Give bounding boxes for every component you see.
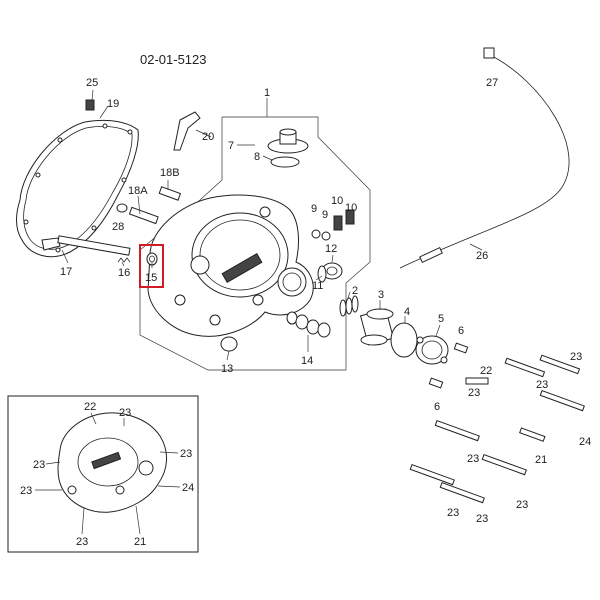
- label-22b: 22: [84, 401, 96, 413]
- label-17: 17: [60, 266, 72, 278]
- label-23k: 23: [20, 485, 32, 497]
- label-6a: 6: [458, 325, 464, 337]
- label-23a: 23: [536, 379, 548, 391]
- bolt-6a: [453, 342, 469, 354]
- spring-16: [117, 257, 131, 263]
- label-9b: 9: [322, 209, 328, 221]
- label-9a: 9: [311, 203, 317, 215]
- label-10a: 10: [331, 195, 343, 207]
- label-23l: 23: [76, 536, 88, 548]
- washer-9a: [311, 229, 321, 239]
- inset-leader-lines: [35, 412, 181, 535]
- gasket-19-inner: [23, 126, 133, 250]
- leader-lines: [61, 89, 483, 361]
- part-18b: [158, 186, 182, 201]
- bolt-10b: [345, 209, 355, 225]
- washer-9b: [321, 231, 331, 241]
- shaft-17: [41, 235, 131, 256]
- label-19: 19: [107, 98, 119, 110]
- o-ring-4: [390, 322, 418, 358]
- label-23f: 23: [447, 507, 459, 519]
- label-24a: 24: [579, 436, 591, 448]
- oil-filter-3: [359, 308, 395, 346]
- cable-26: [399, 47, 570, 269]
- label-3: 3: [378, 289, 384, 301]
- label-8: 8: [254, 151, 260, 163]
- label-16: 16: [118, 267, 130, 279]
- label-10b: 10: [345, 202, 357, 214]
- label-7: 7: [228, 140, 234, 152]
- label-23c: 23: [468, 387, 480, 399]
- label-23h: 23: [119, 407, 131, 419]
- label-24b: 24: [182, 482, 194, 494]
- bearings-14: [286, 311, 331, 338]
- bolt-25: [85, 99, 95, 111]
- label-6b: 6: [434, 401, 440, 413]
- bolt-6b: [428, 377, 444, 389]
- bolt-10a: [333, 215, 343, 231]
- clutch-cover-1: [147, 194, 314, 337]
- seal-13: [220, 336, 238, 352]
- o-ring-8: [270, 156, 300, 168]
- filler-cap-7: [267, 128, 309, 154]
- gasket-19: [16, 119, 139, 258]
- loose-bolts: [409, 354, 585, 504]
- label-21a: 21: [535, 454, 547, 466]
- group-outline: [139, 116, 371, 371]
- label-23e: 23: [516, 499, 528, 511]
- gasket-bolt-holes: [23, 123, 133, 253]
- inset-cover: [57, 412, 167, 513]
- label-28: 28: [112, 221, 124, 233]
- label-1: 1: [264, 87, 270, 99]
- label-14: 14: [301, 355, 313, 367]
- washer-28: [116, 203, 128, 213]
- label-12: 12: [325, 243, 337, 255]
- label-15: 15: [145, 272, 157, 284]
- label-11: 11: [312, 280, 323, 292]
- label-25: 25: [86, 77, 98, 89]
- label-18b: 18B: [160, 167, 180, 179]
- label-23i: 23: [33, 459, 45, 471]
- label-2: 2: [352, 285, 358, 297]
- label-21b: 21: [134, 536, 146, 548]
- filter-cap-5: [415, 335, 449, 365]
- label-23j: 23: [180, 448, 192, 460]
- part-number-labels: 1 7 8 20 19 25 18B 18A 28 17 16 15 13 14…: [20, 77, 591, 548]
- diagram-code: 02-01-5123: [140, 52, 207, 67]
- highlight-box-15: [139, 244, 164, 288]
- inset-box: [7, 395, 199, 553]
- seal-11: [317, 265, 327, 283]
- spring-2: [339, 295, 359, 317]
- label-26: 26: [476, 250, 488, 262]
- label-4: 4: [404, 306, 410, 318]
- lever-20: [173, 111, 201, 151]
- label-20: 20: [202, 131, 214, 143]
- label-23d: 23: [467, 453, 479, 465]
- label-23b: 23: [570, 351, 582, 363]
- part-18a: [128, 206, 159, 225]
- label-22a: 22: [480, 365, 492, 377]
- label-13: 13: [221, 363, 233, 375]
- label-18a: 18A: [128, 185, 148, 197]
- label-5: 5: [438, 313, 444, 325]
- label-23g: 23: [476, 513, 488, 525]
- label-27: 27: [486, 77, 498, 89]
